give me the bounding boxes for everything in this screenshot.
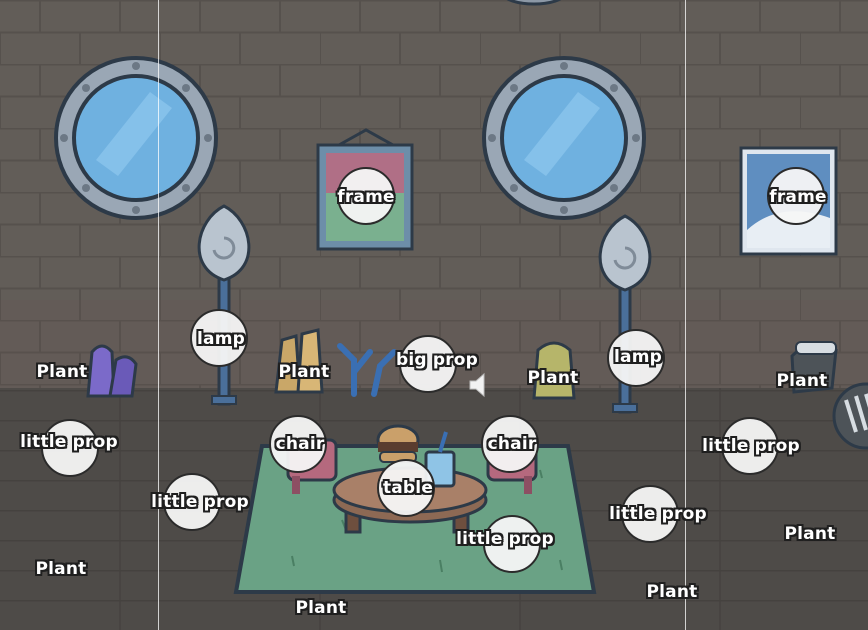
slot-lamp-right[interactable] (607, 329, 665, 387)
slot-chair-left[interactable] (269, 415, 327, 473)
label-frame-left: frame (337, 187, 395, 207)
porthole-right-icon (482, 56, 646, 220)
guide-line-left (158, 0, 159, 630)
label-lamp-left: lamp (197, 329, 245, 349)
label-lamp-right: lamp (614, 347, 662, 367)
slot-frame-left[interactable] (337, 167, 395, 225)
burger-icon (376, 424, 420, 463)
label-plant-1: Plant (36, 362, 88, 382)
label-plant-3: Plant (527, 368, 579, 388)
porthole-left-icon (54, 56, 218, 220)
slot-little-prop-1[interactable] (41, 419, 99, 477)
label-little-prop-4: little prop (609, 504, 707, 524)
label-little-prop-3: little prop (702, 436, 800, 456)
green-plant-icon (532, 341, 576, 400)
label-big-prop: big prop (395, 350, 479, 370)
label-plant-4: Plant (776, 371, 828, 391)
label-plant-2: Plant (278, 362, 330, 382)
slot-little-prop-2[interactable] (163, 473, 221, 531)
label-plant-7: Plant (646, 582, 698, 602)
speaker-icon[interactable] (468, 372, 488, 398)
label-chair-left: chair (275, 434, 325, 454)
slot-table[interactable] (377, 459, 435, 517)
slot-frame-right[interactable] (767, 167, 825, 225)
label-table: table (382, 478, 434, 498)
slot-chair-right[interactable] (481, 415, 539, 473)
label-little-prop-1: little prop (20, 432, 118, 452)
label-plant-5: Plant (784, 524, 836, 544)
blue-coral-icon (337, 343, 397, 397)
slot-little-prop-5[interactable] (483, 515, 541, 573)
slot-little-prop-4[interactable] (621, 485, 679, 543)
slot-lamp-left[interactable] (190, 309, 248, 367)
label-frame-right: frame (769, 187, 827, 207)
slot-little-prop-3[interactable] (721, 417, 779, 475)
porthole-top-icon (506, 0, 562, 6)
label-little-prop-5: little prop (456, 529, 554, 549)
guide-line-right (685, 0, 686, 630)
label-chair-right: chair (487, 434, 537, 454)
coral-plant-icon (274, 328, 324, 394)
label-plant-8: Plant (295, 598, 347, 618)
bones-prop-icon (790, 341, 838, 394)
label-little-prop-2: little prop (151, 492, 249, 512)
purple-plant-icon (86, 344, 138, 398)
label-plant-6: Plant (35, 559, 87, 579)
slot-big-prop[interactable] (399, 335, 457, 393)
